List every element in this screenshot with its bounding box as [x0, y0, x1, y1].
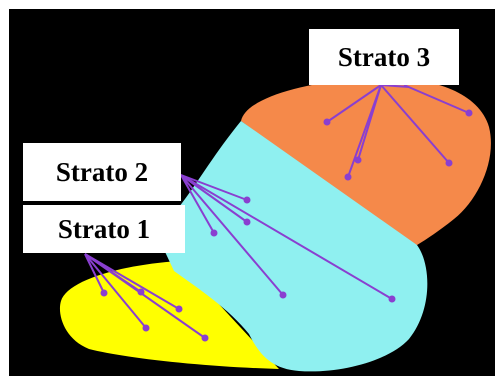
stratum-3-connectors	[323, 84, 473, 181]
stratum-2-region	[159, 121, 428, 372]
label-strato-3: Strato 3	[309, 29, 459, 85]
label-strato-1: Strato 1	[23, 205, 185, 253]
stratum-1-connectors	[84, 253, 209, 342]
stratum-1-region	[59, 261, 280, 369]
stratum-3-region	[241, 77, 491, 246]
diagram-canvas: Strato 3 Strato 2 Strato 1	[9, 9, 495, 376]
stratum-2-connectors	[180, 174, 396, 303]
strata-diagram	[59, 77, 491, 372]
label-strato-2: Strato 2	[23, 143, 181, 201]
